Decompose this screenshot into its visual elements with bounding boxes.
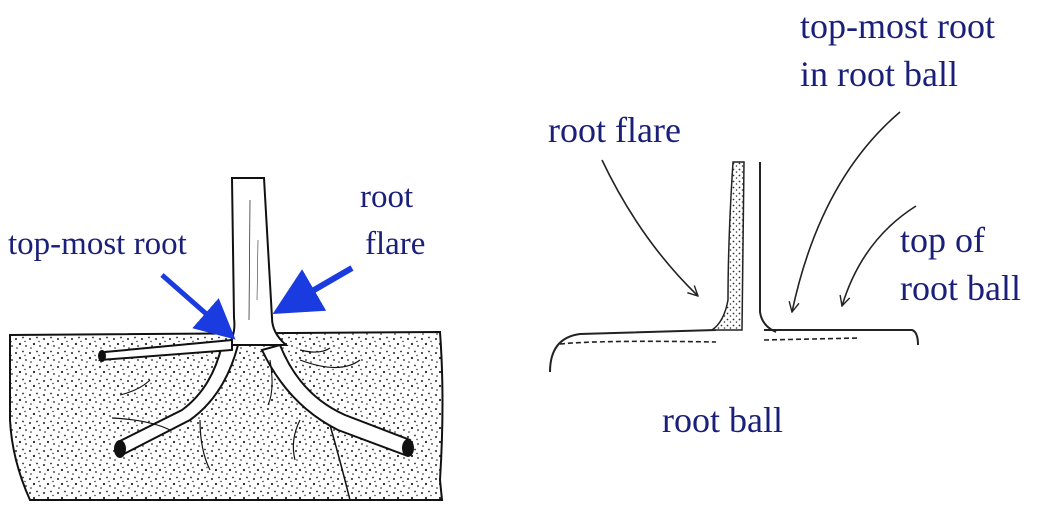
label-top-most-root-right: top-most root bbox=[800, 6, 995, 46]
label-root-ball-center: root ball bbox=[662, 400, 783, 440]
root-ball-dashed-line bbox=[560, 338, 860, 344]
root-ball-outline bbox=[550, 330, 918, 372]
top-most-root-arrow bbox=[162, 275, 228, 333]
label-flare: flare bbox=[365, 226, 425, 262]
label-root: root bbox=[360, 179, 413, 215]
label-root-ball-side: root ball bbox=[900, 268, 1021, 308]
top-most-root-pointer bbox=[792, 112, 900, 312]
tree-trunk bbox=[228, 178, 286, 345]
label-root-flare: root flare bbox=[548, 110, 681, 150]
label-in-root-ball: in root ball bbox=[800, 54, 958, 94]
right-tree-diagram: root flare top-most root in root ball to… bbox=[548, 6, 1021, 440]
root-flare-pointer bbox=[602, 160, 698, 296]
label-top-most-root: top-most root bbox=[8, 226, 187, 262]
trunk-flare bbox=[712, 162, 744, 330]
root-flare-arrow bbox=[283, 268, 352, 308]
trunk-right-edge bbox=[760, 162, 776, 332]
label-top-of: top of bbox=[900, 220, 985, 260]
left-tree-diagram: top-most root root flare bbox=[8, 178, 443, 500]
